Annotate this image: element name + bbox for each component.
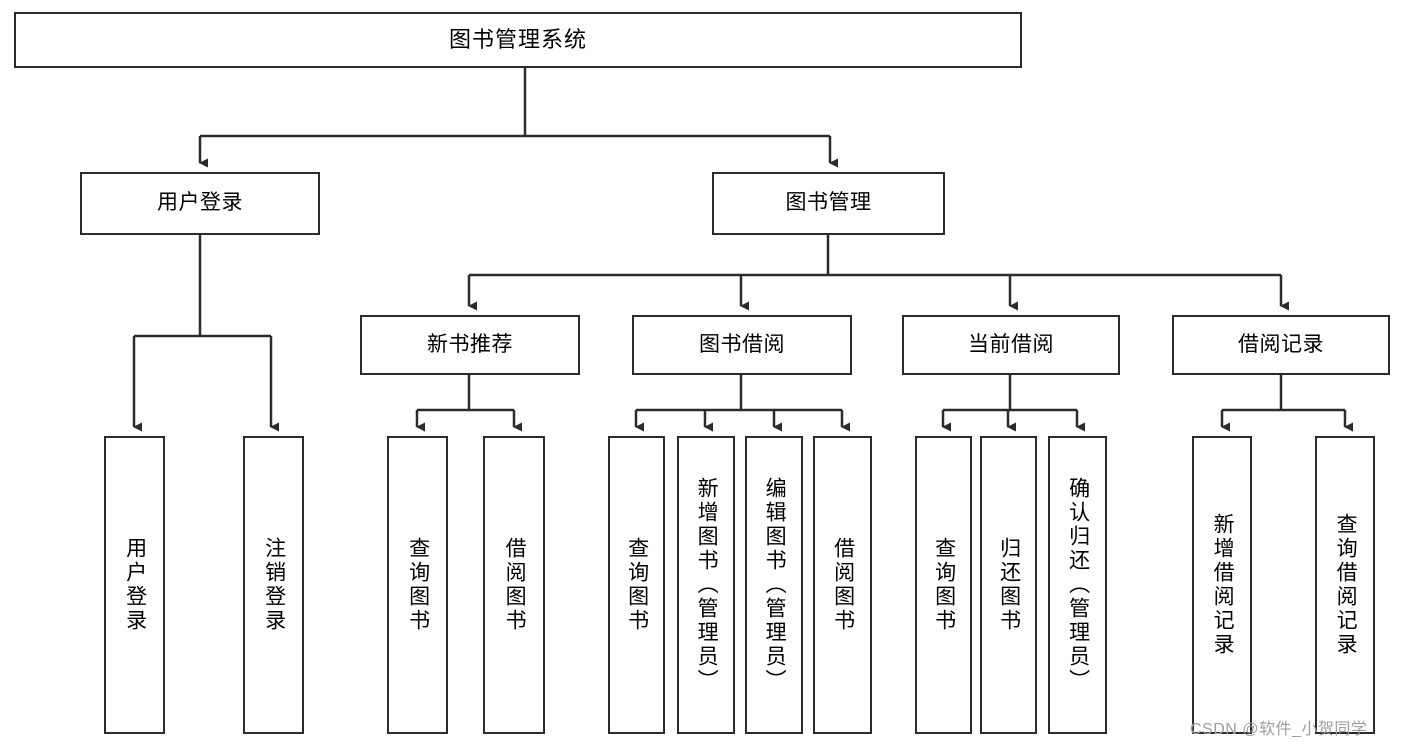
node-label: 用户登录 (157, 191, 243, 215)
leaf-label: 查询图书 (406, 537, 430, 633)
leaf-query-book-current[interactable]: 查询图书 (915, 436, 972, 734)
leaf-add-borrow-record[interactable]: 新增借阅记录 (1192, 436, 1252, 734)
node-label: 当前借阅 (968, 332, 1054, 356)
leaf-borrow-book[interactable]: 借阅图书 (813, 436, 872, 734)
leaf-logout[interactable]: 注销登录 (243, 436, 304, 734)
leaf-label: 用户登录 (123, 537, 147, 633)
leaf-add-book-admin[interactable]: 新增图书（管理员） (677, 436, 735, 734)
leaf-user-login[interactable]: 用户登录 (104, 436, 165, 734)
leaf-label: 确认归还（管理员） (1066, 477, 1090, 693)
node-label: 图书借阅 (699, 332, 785, 356)
leaf-label: 新增借阅记录 (1211, 513, 1235, 657)
leaf-borrow-book-recommend[interactable]: 借阅图书 (483, 436, 545, 734)
leaf-label: 借阅图书 (831, 537, 855, 633)
node-current-borrow[interactable]: 当前借阅 (902, 315, 1120, 375)
leaf-label: 借阅图书 (503, 537, 527, 633)
node-user-login[interactable]: 用户登录 (80, 172, 320, 235)
node-borrow-record[interactable]: 借阅记录 (1172, 315, 1390, 375)
node-label: 图书管理 (785, 191, 872, 215)
node-label: 新书推荐 (427, 332, 513, 356)
leaf-label: 查询图书 (625, 537, 649, 633)
node-label: 借阅记录 (1238, 332, 1324, 356)
csdn-watermark: CSDN @软件_小贺同学 (1190, 721, 1368, 738)
node-book-management[interactable]: 图书管理 (712, 172, 945, 235)
leaf-label: 新增图书（管理员） (695, 477, 719, 693)
node-root-label: 图书管理系统 (448, 27, 587, 53)
leaf-label: 编辑图书（管理员） (763, 477, 787, 693)
leaf-confirm-return-admin[interactable]: 确认归还（管理员） (1048, 436, 1107, 734)
leaf-query-book-recommend[interactable]: 查询图书 (387, 436, 448, 734)
leaf-edit-book-admin[interactable]: 编辑图书（管理员） (745, 436, 803, 734)
leaf-label: 归还图书 (997, 537, 1021, 633)
node-new-book-recommend[interactable]: 新书推荐 (360, 315, 580, 375)
leaf-return-book[interactable]: 归还图书 (980, 436, 1037, 734)
leaf-label: 注销登录 (262, 537, 286, 633)
leaf-label: 查询图书 (932, 537, 956, 633)
leaf-query-borrow-record[interactable]: 查询借阅记录 (1315, 436, 1375, 734)
leaf-label: 查询借阅记录 (1334, 513, 1358, 657)
node-root[interactable]: 图书管理系统 (14, 12, 1022, 68)
leaf-query-book-borrow[interactable]: 查询图书 (608, 436, 665, 734)
node-book-borrow[interactable]: 图书借阅 (632, 315, 852, 375)
